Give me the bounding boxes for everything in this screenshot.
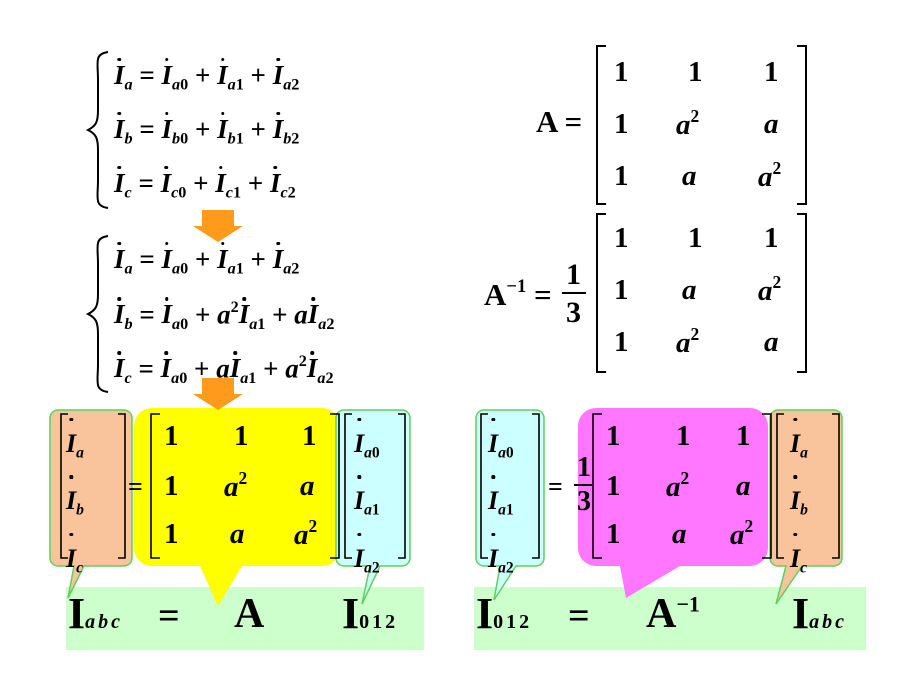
eq-ib-decomposition: Ib = Ib0 + Ib1 + Ib2 <box>114 114 300 148</box>
lower-ainv-r3c3: a2 <box>730 516 754 552</box>
yellow-callout <box>134 408 340 606</box>
matrix-a-r1c2: 1 <box>688 56 703 88</box>
lower-a-r2c1: 1 <box>164 470 179 502</box>
matrix-a-r1c1: 1 <box>614 56 629 88</box>
eq-ia-decomposition: Ia = Ia0 + Ia1 + Ia2 <box>114 60 300 94</box>
caption-i012-right: I012 <box>476 589 533 638</box>
lower-a-r1c2: 1 <box>234 420 249 452</box>
lower-a-r1c1: 1 <box>164 420 179 452</box>
matrix-a-r2c2: a2 <box>676 106 700 142</box>
vector-iabc-right: Ia Ib Ic <box>790 420 808 592</box>
caption-equals-right: = <box>568 595 590 637</box>
matrix-a-label: A = <box>536 104 583 139</box>
matrix-a-r2c3: a <box>764 108 779 140</box>
matrix-ainv-r2c1: 1 <box>614 274 629 306</box>
equals-lower-right: = <box>548 472 563 501</box>
fraction-numerator: 1 <box>566 258 581 291</box>
vector-i012-left: Ia0 Ia1 Ia2 <box>354 420 380 592</box>
lower-a-r2c2: a2 <box>224 468 248 504</box>
fraction-denominator: 3 <box>566 296 581 329</box>
equals-lower-left: = <box>128 472 143 501</box>
green-band-right <box>474 587 866 650</box>
down-arrow-icon <box>193 378 243 410</box>
lower-ainv-r2c1: 1 <box>606 470 621 502</box>
matrix-ainv-r3c2: a2 <box>676 324 700 360</box>
lower-ainv-r2c2: a2 <box>666 468 690 504</box>
matrix-a-inv-label: A−1 = <box>484 276 552 313</box>
matrix-ainv-r1c3: 1 <box>764 222 779 254</box>
matrix-ainv-r1c1: 1 <box>614 222 629 254</box>
caption-iabc-left: Iabc <box>68 589 124 638</box>
matrix-a-r1c3: 1 <box>764 56 779 88</box>
eq-ib-sequence: Ib = Ia0 + a2Ia1 + aIa2 <box>114 298 335 333</box>
matrix-bracket-icon <box>797 213 807 373</box>
eq-ic-sequence: Ic = Ia0 + aIa1 + a2Ia2 <box>114 352 334 387</box>
lower-ainv-r2c3: a <box>736 470 751 502</box>
down-arrow-icon <box>193 210 243 242</box>
lower-ainv-r1c3: 1 <box>736 420 751 452</box>
caption-i012-left: I012 <box>342 589 399 638</box>
lower-a-r3c2: a <box>230 518 245 550</box>
lower-fraction-denominator: 3 <box>577 486 591 517</box>
lower-ainv-r3c1: 1 <box>606 518 621 550</box>
caption-iabc-right: Iabc <box>792 589 848 638</box>
matrix-bracket-icon <box>596 213 606 373</box>
vector-iabc-left: Ia Ib Ic <box>66 420 84 592</box>
caption-a-inv-right: A−1 <box>646 591 700 637</box>
matrix-a-r3c2: a <box>682 160 697 192</box>
magenta-callout <box>578 408 768 598</box>
matrix-bracket-icon <box>797 45 807 205</box>
vector-i012-right: Ia0 Ia1 Ia2 <box>488 420 514 592</box>
lower-a-r1c3: 1 <box>302 420 317 452</box>
matrix-a-r2c1: 1 <box>614 108 629 140</box>
caption-equals-left: = <box>158 595 180 637</box>
lower-ainv-r1c1: 1 <box>606 420 621 452</box>
orange-callout-left <box>49 409 133 599</box>
caption-a-left: A <box>234 591 265 637</box>
left-brace-icon <box>85 235 109 393</box>
matrix-ainv-r2c3: a2 <box>758 272 782 308</box>
eq-ic-decomposition: Ic = Ic0 + Ic1 + Ic2 <box>114 168 296 202</box>
lower-ainv-r1c2: 1 <box>676 420 691 452</box>
lower-ainv-r3c2: a <box>672 518 687 550</box>
matrix-a-r3c3: a2 <box>758 158 782 194</box>
matrix-ainv-r3c3: a <box>764 326 779 358</box>
lower-a-r3c3: a2 <box>294 516 318 552</box>
left-brace-icon <box>85 51 109 209</box>
orange-callout-right <box>769 409 843 605</box>
matrix-a-r3c1: 1 <box>614 160 629 192</box>
lower-fraction-numerator: 1 <box>577 452 591 483</box>
eq-ia-sequence: Ia = Ia0 + Ia1 + Ia2 <box>114 244 300 278</box>
matrix-bracket-icon <box>596 45 606 205</box>
lower-a-r2c3: a <box>300 470 315 502</box>
matrix-ainv-r3c1: 1 <box>614 326 629 358</box>
lower-a-r3c1: 1 <box>164 518 179 550</box>
matrix-ainv-r1c2: 1 <box>688 222 703 254</box>
matrix-ainv-r2c2: a <box>682 274 697 306</box>
